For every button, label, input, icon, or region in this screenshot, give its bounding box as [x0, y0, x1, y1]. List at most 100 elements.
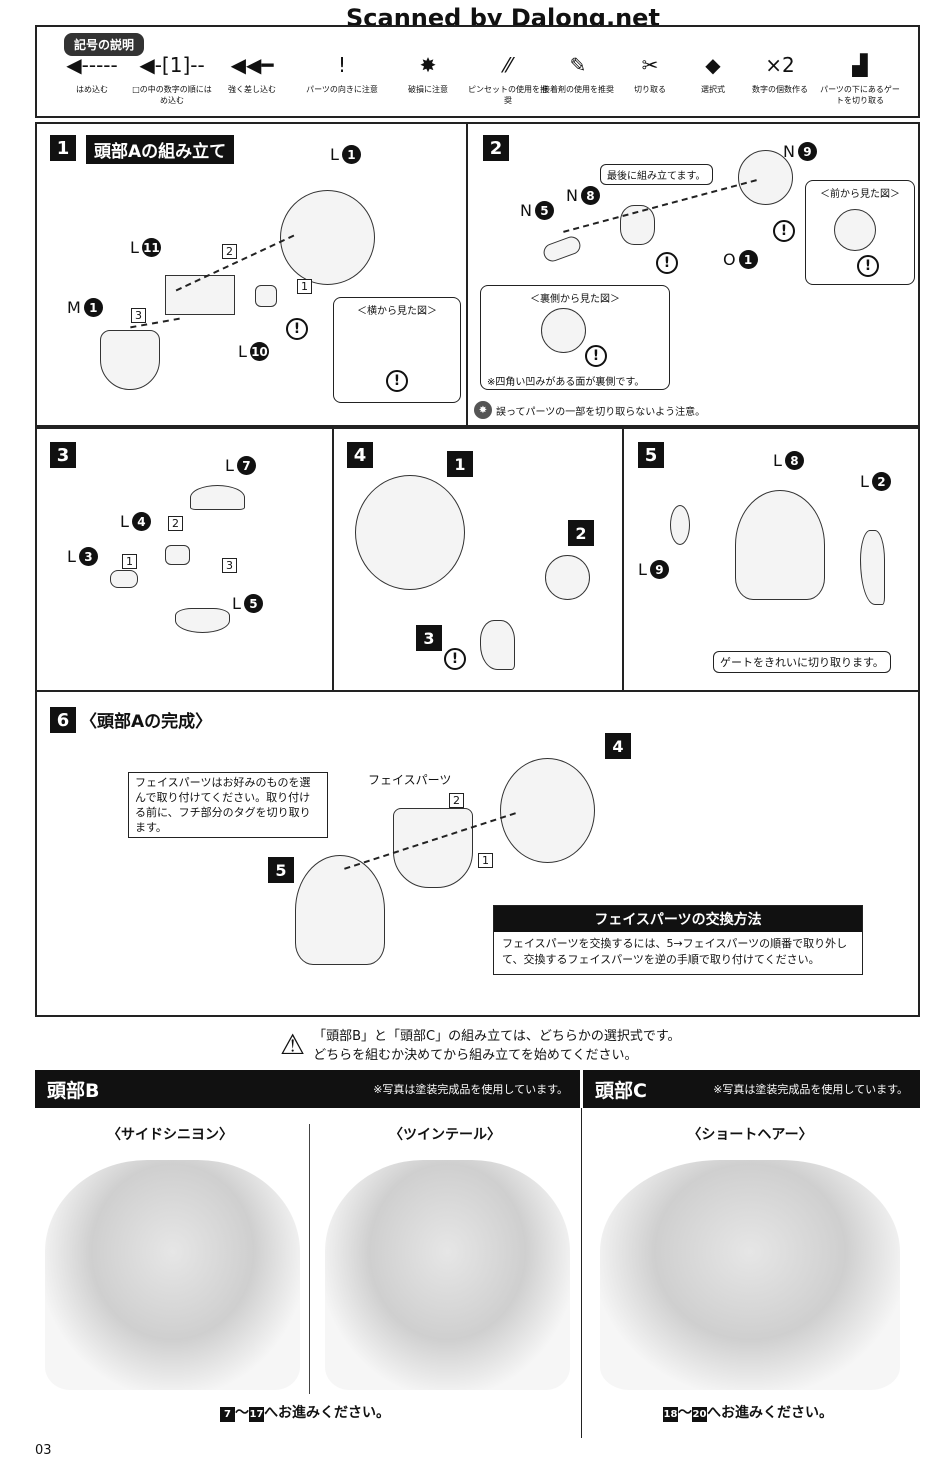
break-caution-icon: ✸	[474, 401, 492, 419]
next-text: へお進みください。	[264, 1405, 390, 1421]
choice-warning-line-1: 「頭部B」と「頭部C」の組み立ては、どちらかの選択式です。	[313, 1029, 681, 1044]
legend-symbol-icon: ◀-----	[66, 52, 118, 77]
part-number: 1	[738, 250, 758, 269]
head-shell-part	[280, 190, 375, 285]
legend-item: ! パーツの向きに注意	[302, 48, 382, 95]
head-c-next: 18〜20へお進みください。	[663, 1405, 833, 1422]
face-swap-title: フェイスパーツの交換方法	[494, 906, 862, 932]
caution-icon: !	[444, 648, 466, 670]
step-ref: 7	[220, 1407, 235, 1422]
back-view-inset: ＜裏側から見た図＞※四角い凹みがある面が裏側です。	[480, 285, 670, 390]
sequence-1: 1	[297, 279, 312, 294]
legend-item: ✂切り取る	[610, 48, 690, 95]
part-letter: M	[67, 298, 81, 317]
legend-label: パーツの下にあるゲートを切り取る	[820, 85, 900, 105]
head-b-divider	[309, 1124, 310, 1394]
step-2-number: 2	[483, 135, 509, 161]
caution-icon: !	[857, 255, 879, 277]
legend-item: ◀----- はめ込む	[52, 48, 132, 95]
face-mount-part	[100, 330, 160, 390]
legend-symbol-icon: ⁄⁄	[504, 52, 512, 77]
caution-icon: !	[773, 220, 795, 242]
twintail-photo	[325, 1160, 570, 1390]
face-swap-text: フェイスパーツを交換するには、5→フェイスパーツの順番で取り外して、交換するフェ…	[502, 937, 848, 966]
step-ref: 20	[692, 1407, 707, 1422]
caution-icon: !	[585, 345, 607, 367]
part-letter: L	[225, 456, 234, 475]
part-number: 2	[871, 472, 891, 491]
side-hair-right-part	[860, 530, 885, 605]
part-letter: L	[638, 560, 647, 579]
head-b-note: ※写真は塗装完成品を使用しています。	[373, 1083, 568, 1096]
choice-warning: ⚠ 「頭部B」と「頭部C」の組み立ては、どちらかの選択式です。どちらを組むか決め…	[280, 1025, 681, 1064]
legend-symbol-icon: !	[337, 52, 347, 77]
head-a-part	[500, 758, 595, 863]
step-ref: 18	[663, 1407, 678, 1422]
page-number: 03	[35, 1443, 52, 1458]
part-number: 1	[83, 298, 103, 317]
legend-symbol-icon: ×2	[765, 52, 795, 77]
part-letter: O	[723, 250, 736, 269]
legend-label: パーツの向きに注意	[306, 85, 378, 94]
legend-item: ✸破損に注意	[388, 48, 468, 95]
part-number: 5	[243, 594, 263, 613]
sequence-1: 1	[122, 554, 137, 569]
part-letter: L	[130, 238, 139, 257]
legend-item: ◆選択式	[673, 48, 753, 95]
part-number: 11	[141, 238, 161, 257]
ref-step-2: 2	[568, 520, 594, 546]
part-number: 5	[534, 201, 554, 220]
face-part-label: フェイスパーツ	[368, 773, 452, 787]
legend-label: 選択式	[701, 85, 725, 94]
face-part-note: フェイスパーツはお好みのものを選んで取り付けてください。取り付ける前に、フチ部分…	[128, 772, 328, 838]
legend-title: 記号の説明	[64, 33, 145, 56]
step-6-title: 〈頭部Aの完成〉	[80, 712, 213, 732]
legend-symbol-icon: ◀◀━	[230, 52, 274, 77]
legend-label: 接着剤の使用を推奨	[542, 85, 614, 94]
side-bun-photo	[45, 1160, 300, 1390]
part-letter: N	[566, 186, 578, 205]
part-letter: L	[773, 451, 782, 470]
head-divider	[581, 1108, 582, 1438]
step-3-number: 3	[50, 442, 76, 468]
legend-panel	[35, 25, 920, 118]
sequence-2: 2	[222, 244, 237, 259]
choice-warning-line-2: どちらを組むか決めてから組み立てを始めてください。	[313, 1048, 638, 1063]
step-1-number: 1	[50, 135, 76, 161]
cap-part	[110, 570, 138, 588]
legend-label: はめ込む	[76, 85, 108, 94]
front-hair-assembly	[295, 855, 385, 965]
caution-note: ✸誤ってパーツの一部を切り取らないよう注意。	[474, 401, 705, 419]
sequence-1: 1	[478, 853, 493, 868]
legend-label: 強く差し込む	[228, 85, 276, 94]
legend-symbol-icon: ✎	[569, 52, 587, 77]
part-number: 9	[649, 560, 669, 579]
face-part	[393, 808, 473, 888]
back-view-caption: ＜裏側から見た図＞	[530, 294, 620, 305]
part-letter: L	[67, 547, 76, 566]
legend-item: ⁄⁄ ピンセットの使用を推奨	[468, 48, 548, 106]
legend-label: □の中の数字の順にはめ込む	[132, 85, 212, 105]
side-view-caption: ＜横から見た図＞	[357, 306, 437, 317]
hair-bun-part	[355, 475, 465, 590]
part-number: 1	[341, 145, 361, 164]
step-5-number: 5	[638, 442, 664, 468]
head-b-header: 頭部B※写真は塗装完成品を使用しています。	[35, 1070, 580, 1108]
part-number: 9	[797, 142, 817, 161]
block-part	[165, 275, 235, 315]
part-letter: N	[783, 142, 795, 161]
legend-label: ピンセットの使用を推奨	[468, 85, 548, 105]
sequence-2: 2	[449, 793, 464, 808]
